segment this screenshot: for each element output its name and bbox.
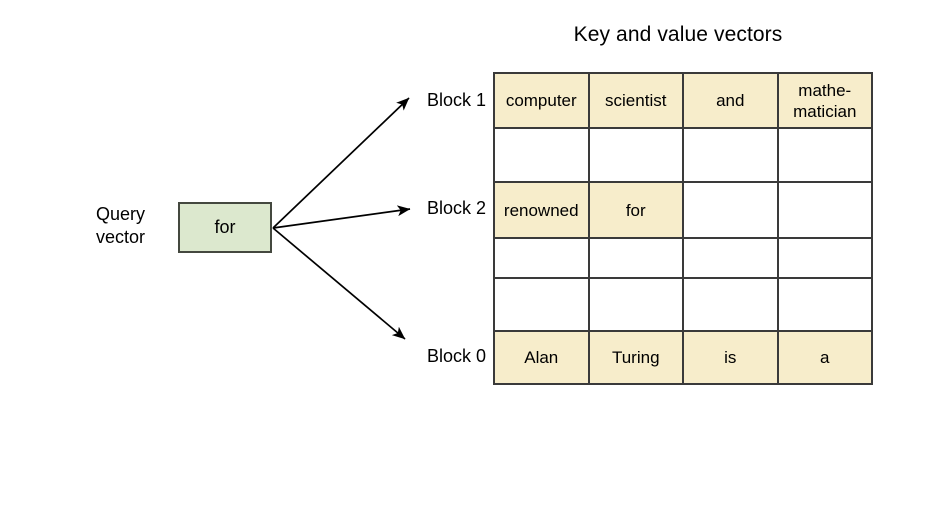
query-vector-label: Query vector [96,203,172,249]
table-cell: is [682,330,779,385]
table-row [493,277,873,332]
block-label-0: Block 0 [426,346,486,366]
key-value-table: computer scientist and mathe-matician renow… [493,72,873,385]
arrow-to-block-2 [272,205,411,229]
table-cell-text: scientist [605,91,667,110]
table-cell [493,277,590,332]
table-cell: computer [493,72,590,129]
table-cell [587,277,684,332]
table-cell: mathe-matician [776,72,873,129]
table-cell-text: for [625,200,646,220]
table-cell-text: renowned [503,200,579,220]
table-cell [682,127,779,183]
table-cell-text: Alan [524,348,559,367]
query-vector-label-line-2: vector [96,227,146,247]
table-cell [493,237,590,279]
table-cell-text: mathe-matician [779,80,872,122]
query-vector-token: for [214,217,236,237]
table-cell: for [587,181,684,239]
page-title: Key and value vectors [573,23,783,46]
table-cell-text: is [724,348,737,367]
table-cell-text: computer [505,91,577,110]
arrow-to-block-1 [272,97,410,229]
query-vector-box[interactable]: for [178,202,272,253]
table-cell [682,181,779,239]
table-cell [776,181,873,239]
table-cell-text-line: mathe- [798,80,852,100]
table-cell-text: a [820,348,830,367]
table-cell-text-line: matician [793,101,857,121]
query-vector-label-line-1: Query [96,204,146,224]
table-cell [682,277,779,332]
table-cell [776,277,873,332]
block-label-1: Block 1 [426,90,486,110]
table-cell: a [776,330,873,385]
table-cell: Alan [493,330,590,385]
table-row [493,237,873,279]
table-row [493,127,873,183]
table-cell: Turing [587,330,684,385]
table-cell-text: Turing [611,348,660,367]
table-row: computer scientist and mathe-matician [493,72,873,129]
table-cell-text: and [716,91,745,110]
table-cell: renowned [493,181,590,239]
table-cell: and [682,72,779,129]
arrow-to-block-0 [272,227,406,340]
table-cell [776,237,873,279]
block-label-2: Block 2 [426,198,486,218]
table-row: Alan Turing is a [493,330,873,385]
table-cell: scientist [587,72,684,129]
table-row: renowned for [493,181,873,239]
table-cell [682,237,779,279]
table-cell [493,127,590,183]
table-cell [776,127,873,183]
table-cell [587,237,684,279]
table-cell [587,127,684,183]
